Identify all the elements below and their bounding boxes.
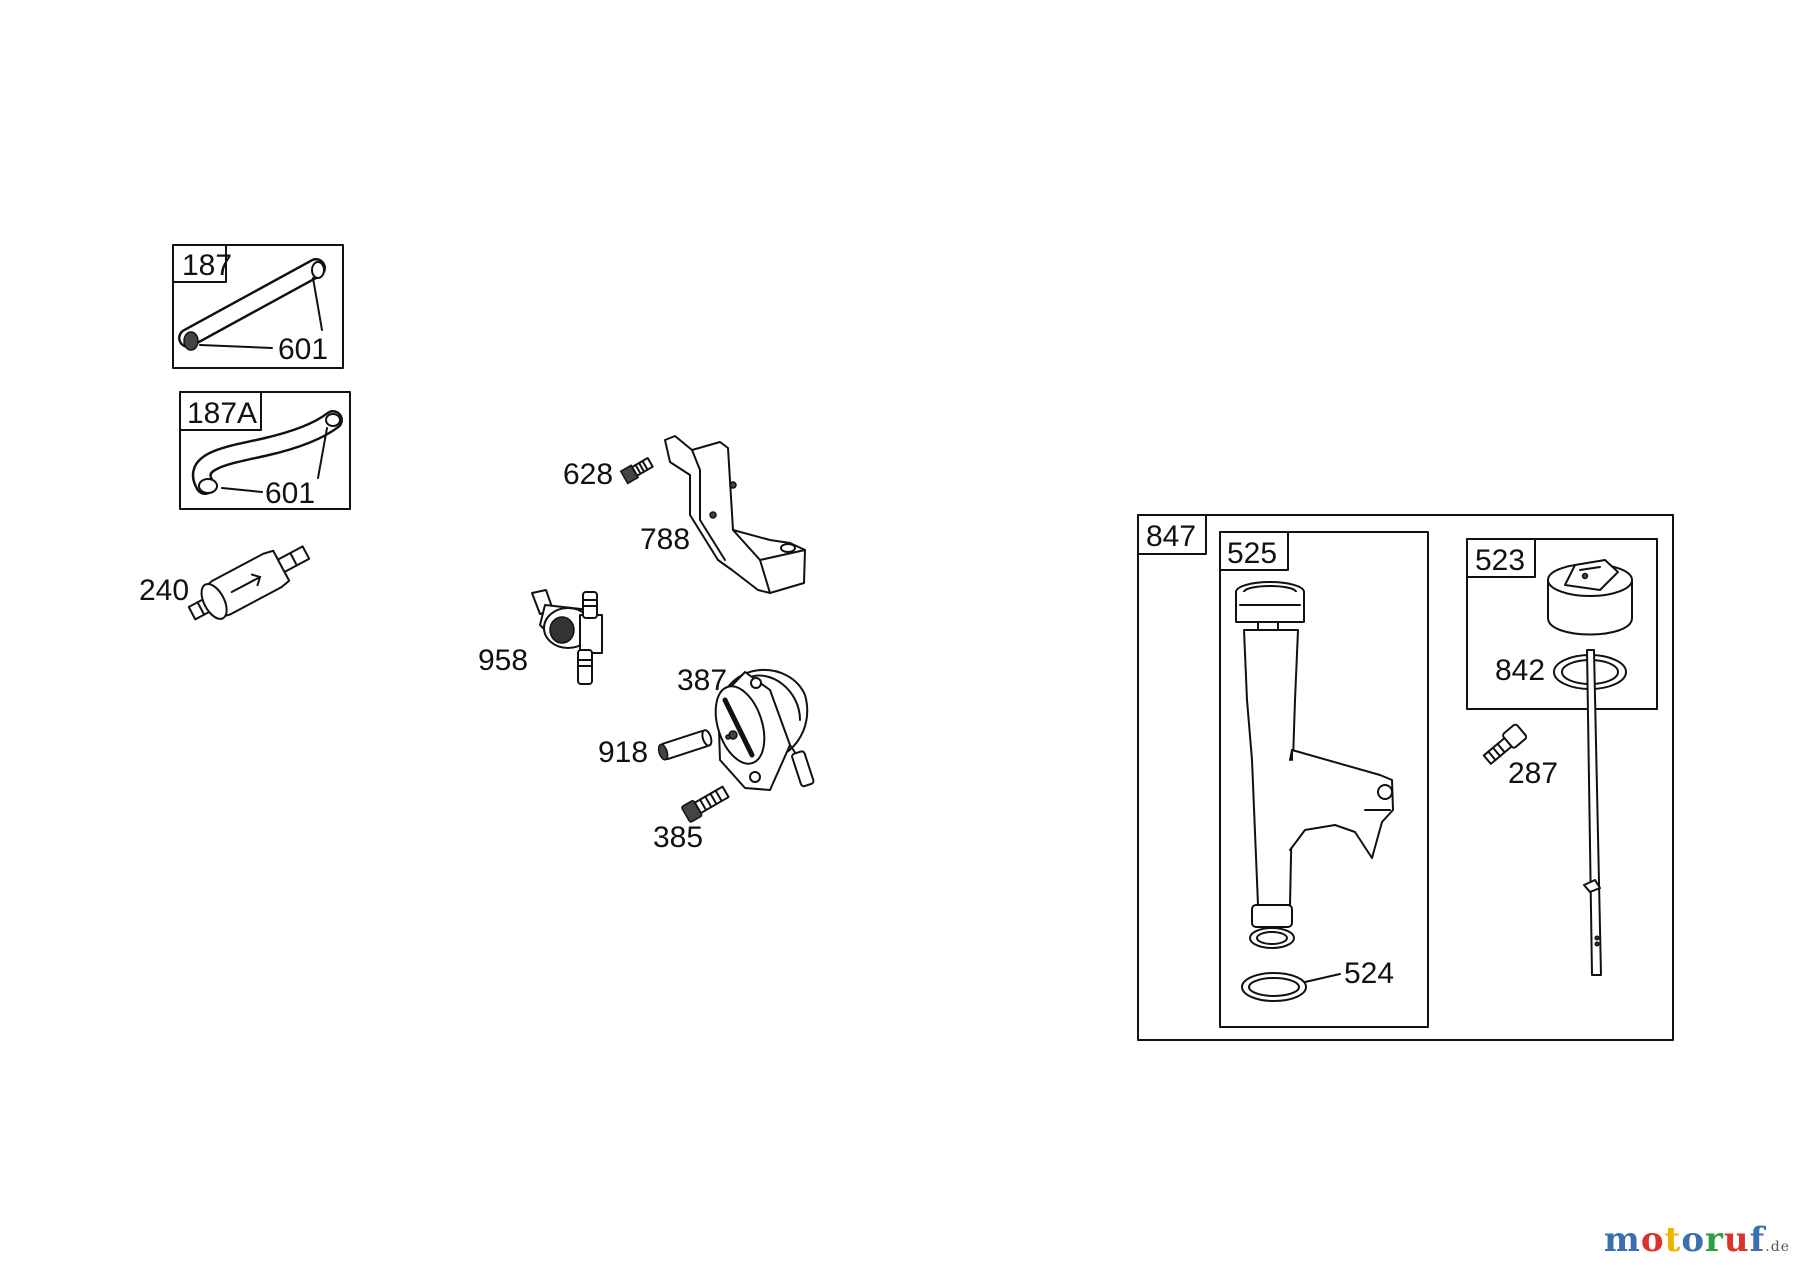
watermark-letter: u	[1723, 1220, 1750, 1260]
part-group-958: 958	[478, 589, 603, 685]
watermark-tld: .de	[1765, 1239, 1790, 1255]
fuel-filter-icon	[187, 545, 311, 621]
part-group-847: 847 525 524 523	[1137, 514, 1674, 1041]
clamp-icon	[198, 478, 218, 494]
screw-icon	[681, 785, 730, 823]
leader-line	[1304, 973, 1341, 983]
screw-icon	[1482, 723, 1528, 765]
part-group-187a: 187A 601	[179, 391, 351, 510]
part-group-240: 240	[139, 545, 311, 621]
label-385: 385	[653, 821, 703, 854]
part-group-628: 628	[563, 457, 654, 491]
label-918: 918	[598, 736, 648, 769]
oil-fill-tube-icon	[1235, 581, 1394, 949]
part-group-385: 385	[653, 785, 730, 854]
watermark-letter: o	[1640, 1220, 1665, 1260]
fuel-line-straight	[178, 258, 326, 351]
screw-icon	[619, 457, 654, 485]
o-ring-icon	[1241, 972, 1307, 1002]
label-842: 842	[1495, 654, 1545, 687]
part-group-918: 918	[598, 729, 713, 769]
label-187a: 187A	[187, 397, 257, 430]
dipstick-icon	[1583, 649, 1602, 976]
label-240: 240	[139, 574, 189, 607]
watermark-letter: o	[1681, 1220, 1705, 1260]
clamp-icon	[325, 413, 341, 427]
dipstick-cap-icon	[1547, 559, 1633, 636]
label-601: 601	[278, 333, 328, 366]
clamp-icon	[311, 261, 325, 279]
label-box-525	[1219, 531, 1289, 571]
label-601: 601	[265, 477, 315, 510]
label-788: 788	[640, 523, 690, 556]
watermark-letter: m	[1603, 1220, 1641, 1260]
label-box-187a	[179, 391, 262, 431]
watermark-letter: r	[1705, 1220, 1724, 1260]
part-group-387: 387	[677, 664, 815, 791]
leader-line	[199, 344, 273, 349]
label-187: 187	[182, 249, 232, 282]
label-387: 387	[677, 664, 727, 697]
clamp-icon	[183, 331, 199, 351]
label-847: 847	[1146, 520, 1196, 553]
label-box-523	[1466, 538, 1536, 578]
label-628: 628	[563, 458, 613, 491]
fuel-pump-icon	[714, 668, 815, 791]
mounting-bracket	[664, 435, 806, 594]
watermark-letter: f	[1749, 1220, 1766, 1260]
part-group-187: 187 601	[172, 244, 344, 369]
leader-line	[221, 487, 263, 493]
pin-icon	[657, 729, 713, 761]
label-958: 958	[478, 644, 528, 677]
label-box-847	[1137, 514, 1207, 555]
label-525: 525	[1227, 537, 1277, 570]
fuel-line-curved	[191, 410, 343, 495]
label-box-187	[172, 244, 227, 283]
watermark-logo: motoruf.de	[1604, 1220, 1790, 1260]
label-287: 287	[1508, 757, 1558, 790]
fuel-shutoff-valve-icon	[531, 589, 603, 685]
label-524: 524	[1344, 957, 1394, 990]
watermark-letter: t	[1664, 1220, 1682, 1260]
leader-line	[312, 277, 323, 331]
leader-line	[317, 427, 328, 479]
part-group-788: 788	[640, 435, 806, 594]
label-523: 523	[1475, 544, 1525, 577]
